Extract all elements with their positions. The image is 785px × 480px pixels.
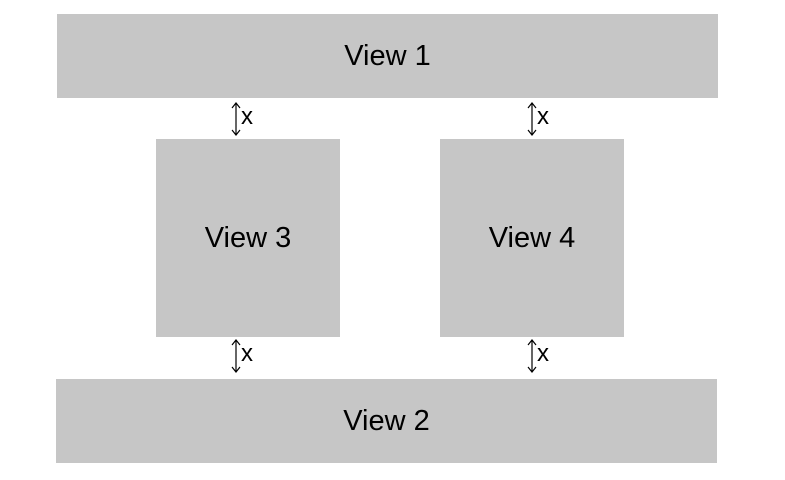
vertical-double-arrow-icon [231,102,241,136]
spacing-view3-view2: x [231,338,271,374]
spacing-view4-view2: x [527,338,567,374]
view-1-label: View 1 [344,39,431,72]
view-1-box: View 1 [57,14,718,98]
vertical-double-arrow-icon [527,102,537,136]
spacing-label: x [537,340,549,367]
view-4-box: View 4 [440,139,624,337]
view-2-label: View 2 [343,404,430,437]
spacing-label: x [241,340,253,367]
spacing-label: x [537,103,549,130]
spacing-label: x [241,103,253,130]
spacing-view1-view4: x [527,101,567,137]
vertical-double-arrow-icon [231,339,241,373]
vertical-double-arrow-icon [527,339,537,373]
view-3-label: View 3 [204,221,292,254]
view-2-box: View 2 [56,379,717,463]
view-3-box: View 3 [156,139,340,337]
view-4-label: View 4 [488,221,576,254]
spacing-view1-view3: x [231,101,271,137]
